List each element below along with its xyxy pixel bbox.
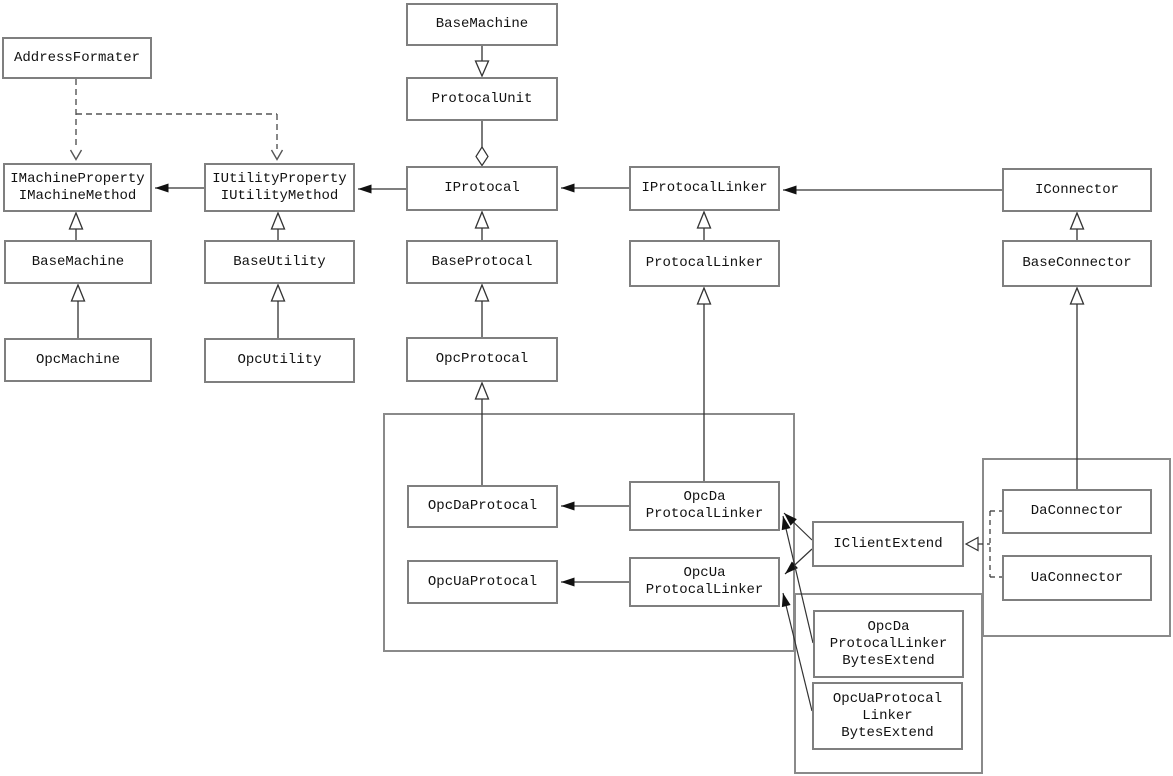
node-label: IProtocalLinker xyxy=(641,180,768,196)
node-label: IUtilityMethod xyxy=(220,187,339,204)
node-label: ProtocalLinker xyxy=(645,506,764,522)
node-label: BytesExtend xyxy=(841,724,934,741)
group-box-opc-protocal-linker xyxy=(383,413,795,652)
node-label: IClientExtend xyxy=(833,535,943,552)
node-iconnector: IConnector xyxy=(1002,168,1152,212)
node-label: IMachineMethod xyxy=(18,187,137,204)
node-opcua-protocal: OpcUaProtocal xyxy=(407,560,558,604)
edge-realization-triangle xyxy=(964,536,979,552)
node-label: OpcProtocal xyxy=(435,351,529,367)
node-label: DaConnector xyxy=(1030,503,1124,519)
node-label: OpcUaProtocal xyxy=(832,690,943,707)
node-label: IUtilityProperty xyxy=(212,170,347,187)
edge-associations xyxy=(155,183,1002,587)
node-label: OpcDa xyxy=(683,489,726,505)
edge-inheritance-stems xyxy=(75,46,1078,489)
node-label: OpcUa xyxy=(683,565,726,581)
node-opc-machine: OpcMachine xyxy=(4,338,152,382)
node-label: OpcUaProtocal xyxy=(427,573,538,590)
node-da-connector: DaConnector xyxy=(1002,489,1152,534)
node-label: BaseMachine xyxy=(435,16,529,32)
node-base-machine-left: BaseMachine xyxy=(4,240,152,284)
node-opcda-protocal-linker: OpcDa ProtocalLinker xyxy=(629,481,780,531)
node-label: ProtocalLinker xyxy=(645,255,764,271)
node-base-connector: BaseConnector xyxy=(1002,240,1152,287)
node-label: UaConnector xyxy=(1030,569,1124,586)
node-label: BaseMachine xyxy=(31,253,125,270)
node-opcua-protocal-linker: OpcUa ProtocalLinker xyxy=(629,557,780,607)
node-protocal-linker: ProtocalLinker xyxy=(629,240,780,287)
node-protocal-unit: ProtocalUnit xyxy=(406,77,558,121)
node-label: OpcDaProtocal xyxy=(427,498,538,514)
node-iclient-extend: IClientExtend xyxy=(812,521,964,567)
node-base-protocal: BaseProtocal xyxy=(406,240,558,284)
edge-dependency-arrowheads xyxy=(69,149,284,161)
node-opcua-linker-bytes-extend: OpcUaProtocal Linker BytesExtend xyxy=(812,682,963,750)
edge-aggregation-diamond xyxy=(475,145,489,167)
edge-inheritance-triangles xyxy=(68,60,1085,400)
node-label: ProtocalLinker xyxy=(645,582,764,598)
node-label: OpcUtility xyxy=(237,352,322,368)
node-iutility-interface: IUtilityProperty IUtilityMethod xyxy=(204,163,355,212)
node-iprotocal-linker: IProtocalLinker xyxy=(629,166,780,211)
group-box-bytes-extend xyxy=(794,593,983,774)
edge-realization-dashes xyxy=(978,510,1002,578)
node-label: BaseProtocal xyxy=(431,253,533,270)
node-label: BaseUtility xyxy=(233,253,326,270)
node-opcda-protocal: OpcDaProtocal xyxy=(407,485,558,528)
node-opc-utility: OpcUtility xyxy=(204,338,355,383)
node-label: OpcDa xyxy=(867,618,910,635)
node-label: IConnector xyxy=(1034,181,1119,198)
node-label: AddressFormater xyxy=(13,49,141,66)
node-ua-connector: UaConnector xyxy=(1002,555,1152,601)
node-label: ProtocalUnit xyxy=(431,90,533,107)
node-label: BytesExtend xyxy=(842,652,935,669)
node-label: IProtocal xyxy=(444,180,520,196)
node-label: ProtocalLinker xyxy=(829,635,948,652)
node-label: OpcMachine xyxy=(35,351,120,368)
node-label: BaseConnector xyxy=(1022,255,1132,271)
node-imachine-interface: IMachineProperty IMachineMethod xyxy=(3,163,152,212)
edge-fan-associations xyxy=(781,512,814,712)
node-opc-protocal: OpcProtocal xyxy=(406,337,558,382)
edge-dependency-addressformater xyxy=(75,79,278,149)
node-address-formater: AddressFormater xyxy=(2,37,152,79)
node-base-machine-top: BaseMachine xyxy=(406,3,558,46)
node-base-utility: BaseUtility xyxy=(204,240,355,284)
node-label: IMachineProperty xyxy=(10,170,145,187)
node-label: Linker xyxy=(862,707,913,724)
node-iprotocal: IProtocal xyxy=(406,166,558,211)
node-opcda-linker-bytes-extend: OpcDa ProtocalLinker BytesExtend xyxy=(813,610,964,678)
